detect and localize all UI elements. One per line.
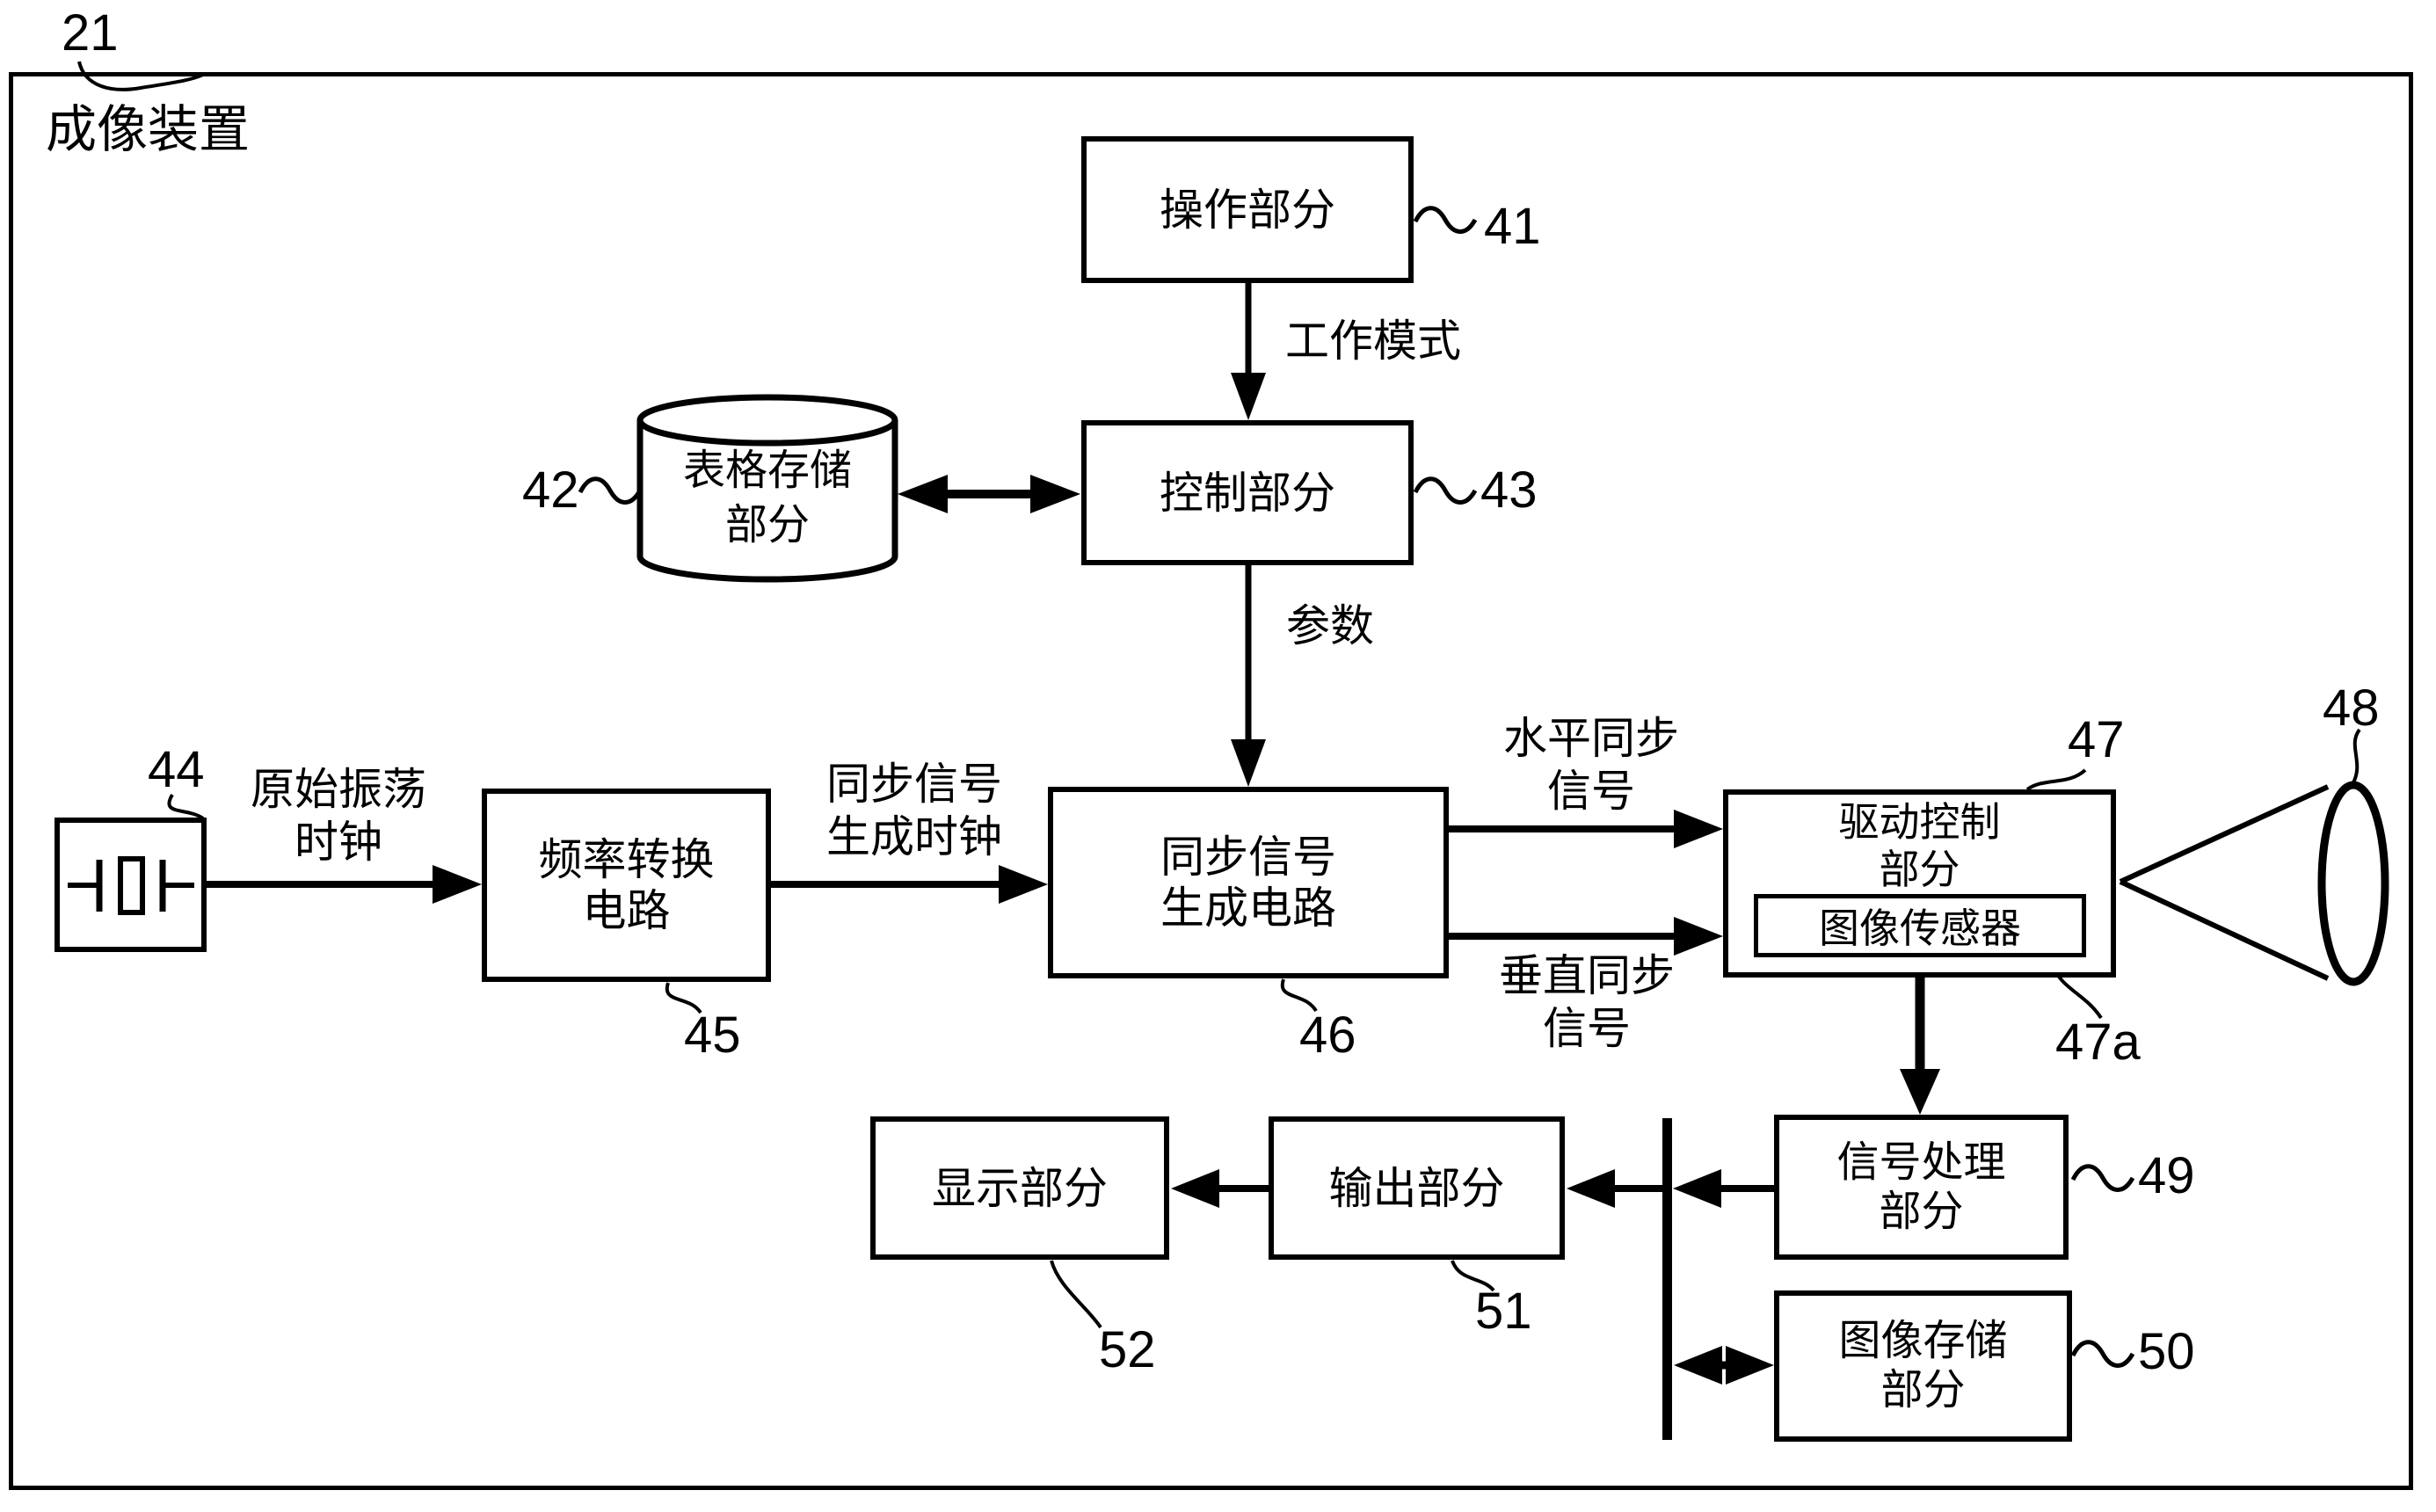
signal-hsync-label: 水平同步 信号 [1459,712,1723,818]
arrow-storage-control-right-head [1030,475,1080,513]
ref-52-connector-line [1050,1260,1102,1329]
arrow-sigproc-to-bus-head [1673,1169,1721,1208]
ref-46-connector-line [1280,978,1318,1013]
arrow-bus-imgstore-left-head [1674,1346,1722,1385]
arrow-drive-to-sigproc-head [1900,1069,1940,1115]
arrow-vsync-head [1674,917,1723,956]
image-sensor-label: 图像传感器 [1819,905,2021,951]
ref-47a-label: 47a [2055,1014,2141,1071]
vsync-line1: 垂直同步 [1499,951,1675,1000]
ref-47-connector-line [2025,768,2087,791]
ref-21-label: 21 [62,4,119,62]
block-image-storage: 图像存储 部分 [1774,1290,2072,1442]
block-crystal-oscillator [55,818,207,952]
display-label: 显示部分 [932,1163,1108,1213]
imaging-device-boundary [9,72,2413,1490]
lens-icon [2317,781,2389,986]
freq-conversion-label-line1: 频率转换 [538,835,715,884]
ref-48-connector-line [2351,728,2361,786]
lens-cone-lower-line [2119,879,2330,981]
block-sync-signal-generation: 同步信号 生成电路 [1048,787,1449,978]
block-control-label: 控制部分 [1160,468,1335,518]
ref-41-tilde-line [1413,206,1478,234]
block-signal-processing: 信号处理 部分 [1774,1115,2069,1260]
output-label: 输出部分 [1328,1163,1505,1213]
ref-52-label: 52 [1099,1321,1156,1378]
ref-43-label: 43 [1480,462,1538,519]
sync-gen-clock-line1: 同步信号 [826,760,1002,809]
freq-conversion-label-line2: 电路 [582,886,671,935]
signal-processing-label-line2: 部分 [1879,1188,1964,1235]
table-storage-cylinder-body [636,420,898,583]
block-drive-control: 驱动控制 部分 图像传感器 [1723,789,2116,978]
image-storage-label-line2: 部分 [1880,1367,1966,1414]
arrow-bus-imgstore-right-head [1726,1346,1774,1385]
ref-50-label: 50 [2138,1323,2195,1380]
block-table-storage-label: 表格存储 部分 [640,444,895,553]
signal-parameters-label: 参数 [1286,601,1374,651]
sync-gen-clock-line2: 生成时钟 [826,812,1002,861]
lens-cone-upper-line [2119,784,2330,884]
ref-42-label: 42 [522,462,579,519]
arrow-operation-to-control-head [1231,373,1266,420]
page-title: 成像装置 [46,101,251,158]
ref-45-label: 45 [684,1007,741,1064]
block-display: 显示部分 [870,1116,1169,1260]
sync-generation-label-line2: 生成电路 [1160,883,1336,933]
image-storage-label-line1: 图像存储 [1838,1318,2008,1364]
raw-osc-clock-line2: 时钟 [295,818,382,867]
ref-51-connector-line [1451,1260,1495,1292]
arrow-crystal-to-freq-head [433,865,482,904]
ref-21-connector-line [77,61,204,91]
arrow-control-to-sync-head [1231,739,1266,787]
ref-49-label: 49 [2138,1147,2195,1204]
crystal-oscillator-icon [68,856,194,915]
sync-generation-label-line1: 同步信号 [1160,832,1336,882]
table-storage-label-line1: 表格存储 [682,447,852,494]
signal-sync-gen-clock-label: 同步信号 生成时钟 [774,758,1055,863]
table-storage-cylinder-top [636,394,898,447]
vsync-line2: 信号 [1543,1004,1631,1053]
arrow-freq-to-sync-head [999,865,1048,904]
signal-raw-osc-clock-label: 原始振荡 时钟 [215,763,462,869]
arrow-storage-control-left-head [898,475,948,513]
ref-48-label: 48 [2323,680,2380,737]
raw-osc-clock-line1: 原始振荡 [251,765,426,814]
ref-44-connector-line [167,793,205,820]
ref-42-tilde-line [578,476,643,505]
ref-49-tilde-line [2070,1164,2135,1192]
table-storage-label-line2: 部分 [724,502,810,549]
ref-44-label: 44 [148,741,205,798]
block-operation: 操作部分 [1081,136,1414,283]
arrow-hsync-head [1674,810,1723,848]
ref-41-label: 41 [1484,198,1541,255]
block-frequency-conversion: 频率转换 电路 [482,789,771,982]
arrow-output-to-display-head [1171,1169,1219,1208]
ref-51-label: 51 [1475,1283,1532,1340]
data-bus-line [1662,1118,1672,1440]
arrow-bus-to-output-head [1567,1169,1615,1208]
block-output: 输出部分 [1269,1116,1565,1260]
drive-control-label-line2: 部分 [1879,847,1960,892]
signal-vsync-label: 垂直同步 信号 [1455,949,1719,1055]
ref-45-connector-line [665,982,702,1014]
drive-control-label-line1: 驱动控制 [1838,799,2001,845]
block-operation-label: 操作部分 [1160,185,1335,235]
signal-work-mode-label: 工作模式 [1285,316,1461,366]
ref-50-tilde-line [2070,1340,2135,1368]
signal-processing-label-line1: 信号处理 [1836,1138,2006,1186]
ref-46-label: 46 [1299,1007,1356,1064]
block-control: 控制部分 [1081,420,1414,565]
hsync-line1: 水平同步 [1503,714,1679,763]
block-image-sensor: 图像传感器 [1754,894,2086,957]
ref-43-tilde-line [1413,476,1478,505]
ref-47-label: 47 [2068,711,2125,768]
hsync-line2: 信号 [1547,767,1635,816]
